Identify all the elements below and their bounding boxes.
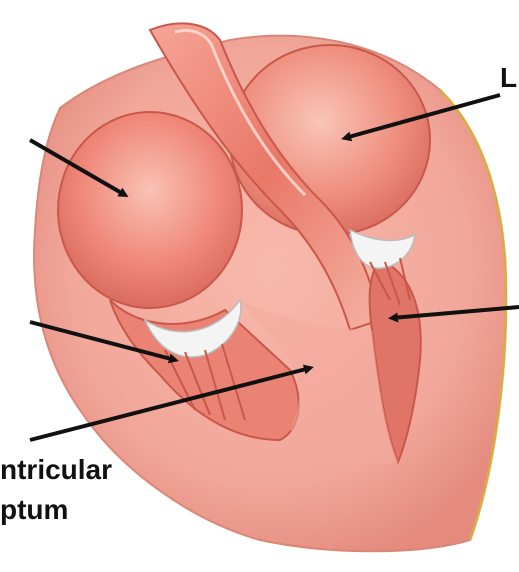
label-top-left-fragment: l: [0, 50, 2, 78]
label-septum-line2: ptum: [0, 496, 68, 524]
right-atrium: [58, 112, 242, 308]
label-top-right-fragment: L: [500, 64, 517, 92]
label-septum-line1: ntricular: [0, 456, 112, 484]
